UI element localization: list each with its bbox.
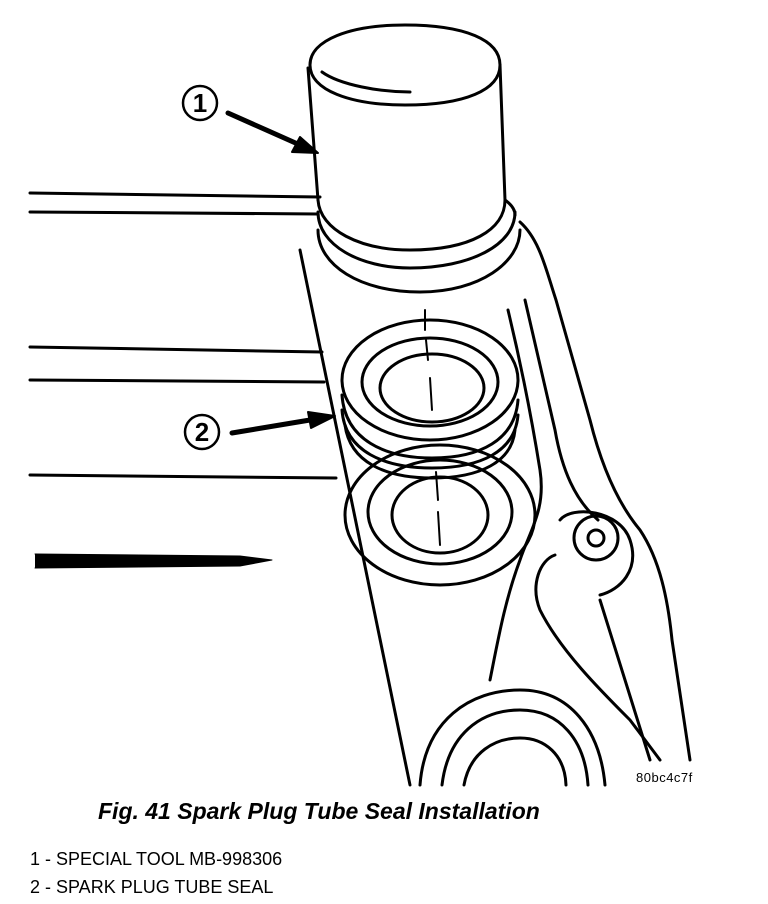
callout-1-circle [181,84,219,122]
callout-1-arrow-head [291,136,319,154]
spark-plug-tube-seal [340,318,520,480]
legend-item-2: 2 - SPARK PLUG TUBE SEAL [30,877,274,897]
callout-2-arrow-shaft [229,417,313,436]
figure-caption: Fig. 41 Spark Plug Tube Seal Installatio… [98,798,540,824]
legend-item-1: 1 - SPECIAL TOOL MB-998306 [30,849,283,869]
callout-1: 1 [181,84,319,154]
legend: 1 - SPECIAL TOOL MB-998306 2 - SPARK PLU… [30,845,282,901]
head-bore [343,443,537,587]
callout-2-number: 2 [195,417,209,447]
cylinder-head [298,220,692,787]
center-line [424,309,441,546]
installation-diagram: 1 2 [28,23,692,787]
special-tool [306,23,522,294]
callout-2-arrow-head [307,411,336,429]
callout-2-circle [183,413,221,451]
callout-2: 2 [183,411,336,451]
engine-background-lines [28,191,338,569]
callout-1-arrow-shaft [225,110,303,148]
image-code: 80bc4c7f [636,770,693,785]
callout-1-number: 1 [193,88,207,118]
